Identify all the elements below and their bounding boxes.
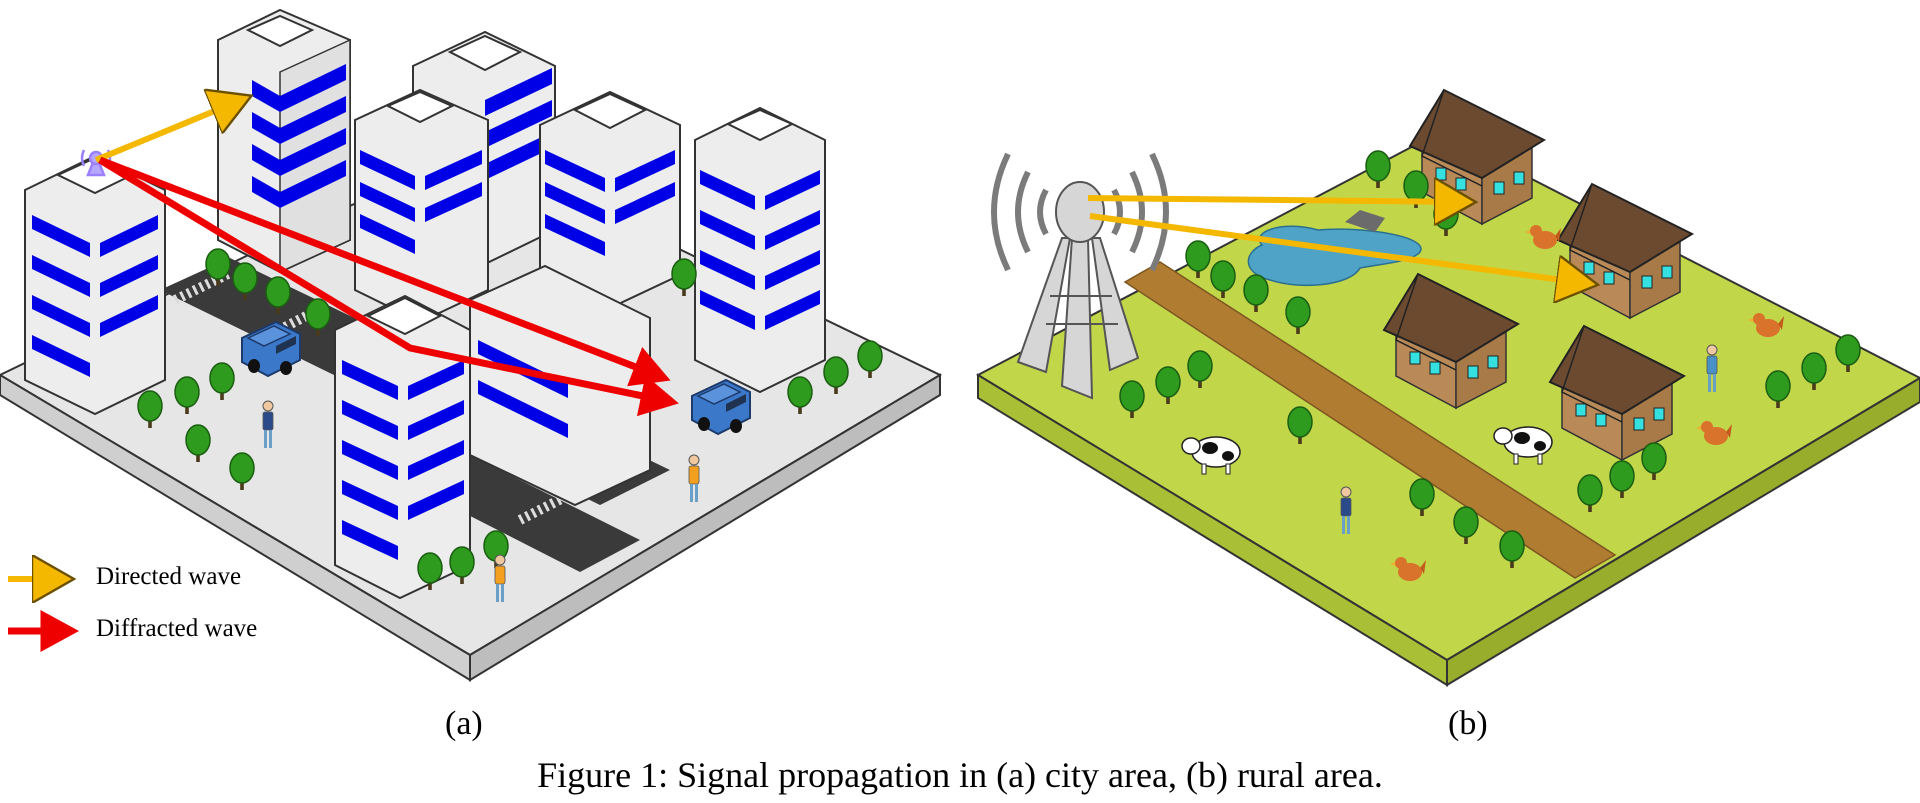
office-building-icon [24,154,166,416]
office-building-icon [217,8,351,274]
office-building-icon [469,264,651,507]
diffracted-wave-arrow [98,157,679,417]
rural-panel [975,89,1920,687]
radio-tower-icon [991,152,1169,400]
legend-directed-label: Directed wave [96,563,242,590]
panel-b-label: (b) [1448,705,1488,742]
diffracted-wave-arrow [98,156,671,387]
panel-a-label: (a) [445,705,483,742]
legend-diffracted-label: Diffracted wave [96,615,258,642]
directed-wave-arrow [94,98,246,163]
office-building-icon [694,106,826,394]
directed-wave-arrow [1087,198,1470,202]
figure-caption: Figure 1: Signal propagation in (a) city… [537,755,1383,795]
office-building-icon [354,88,489,324]
directed-wave-arrow [1089,213,1592,284]
office-building-icon [334,294,471,600]
legend [8,579,79,652]
city-panel [0,8,943,682]
